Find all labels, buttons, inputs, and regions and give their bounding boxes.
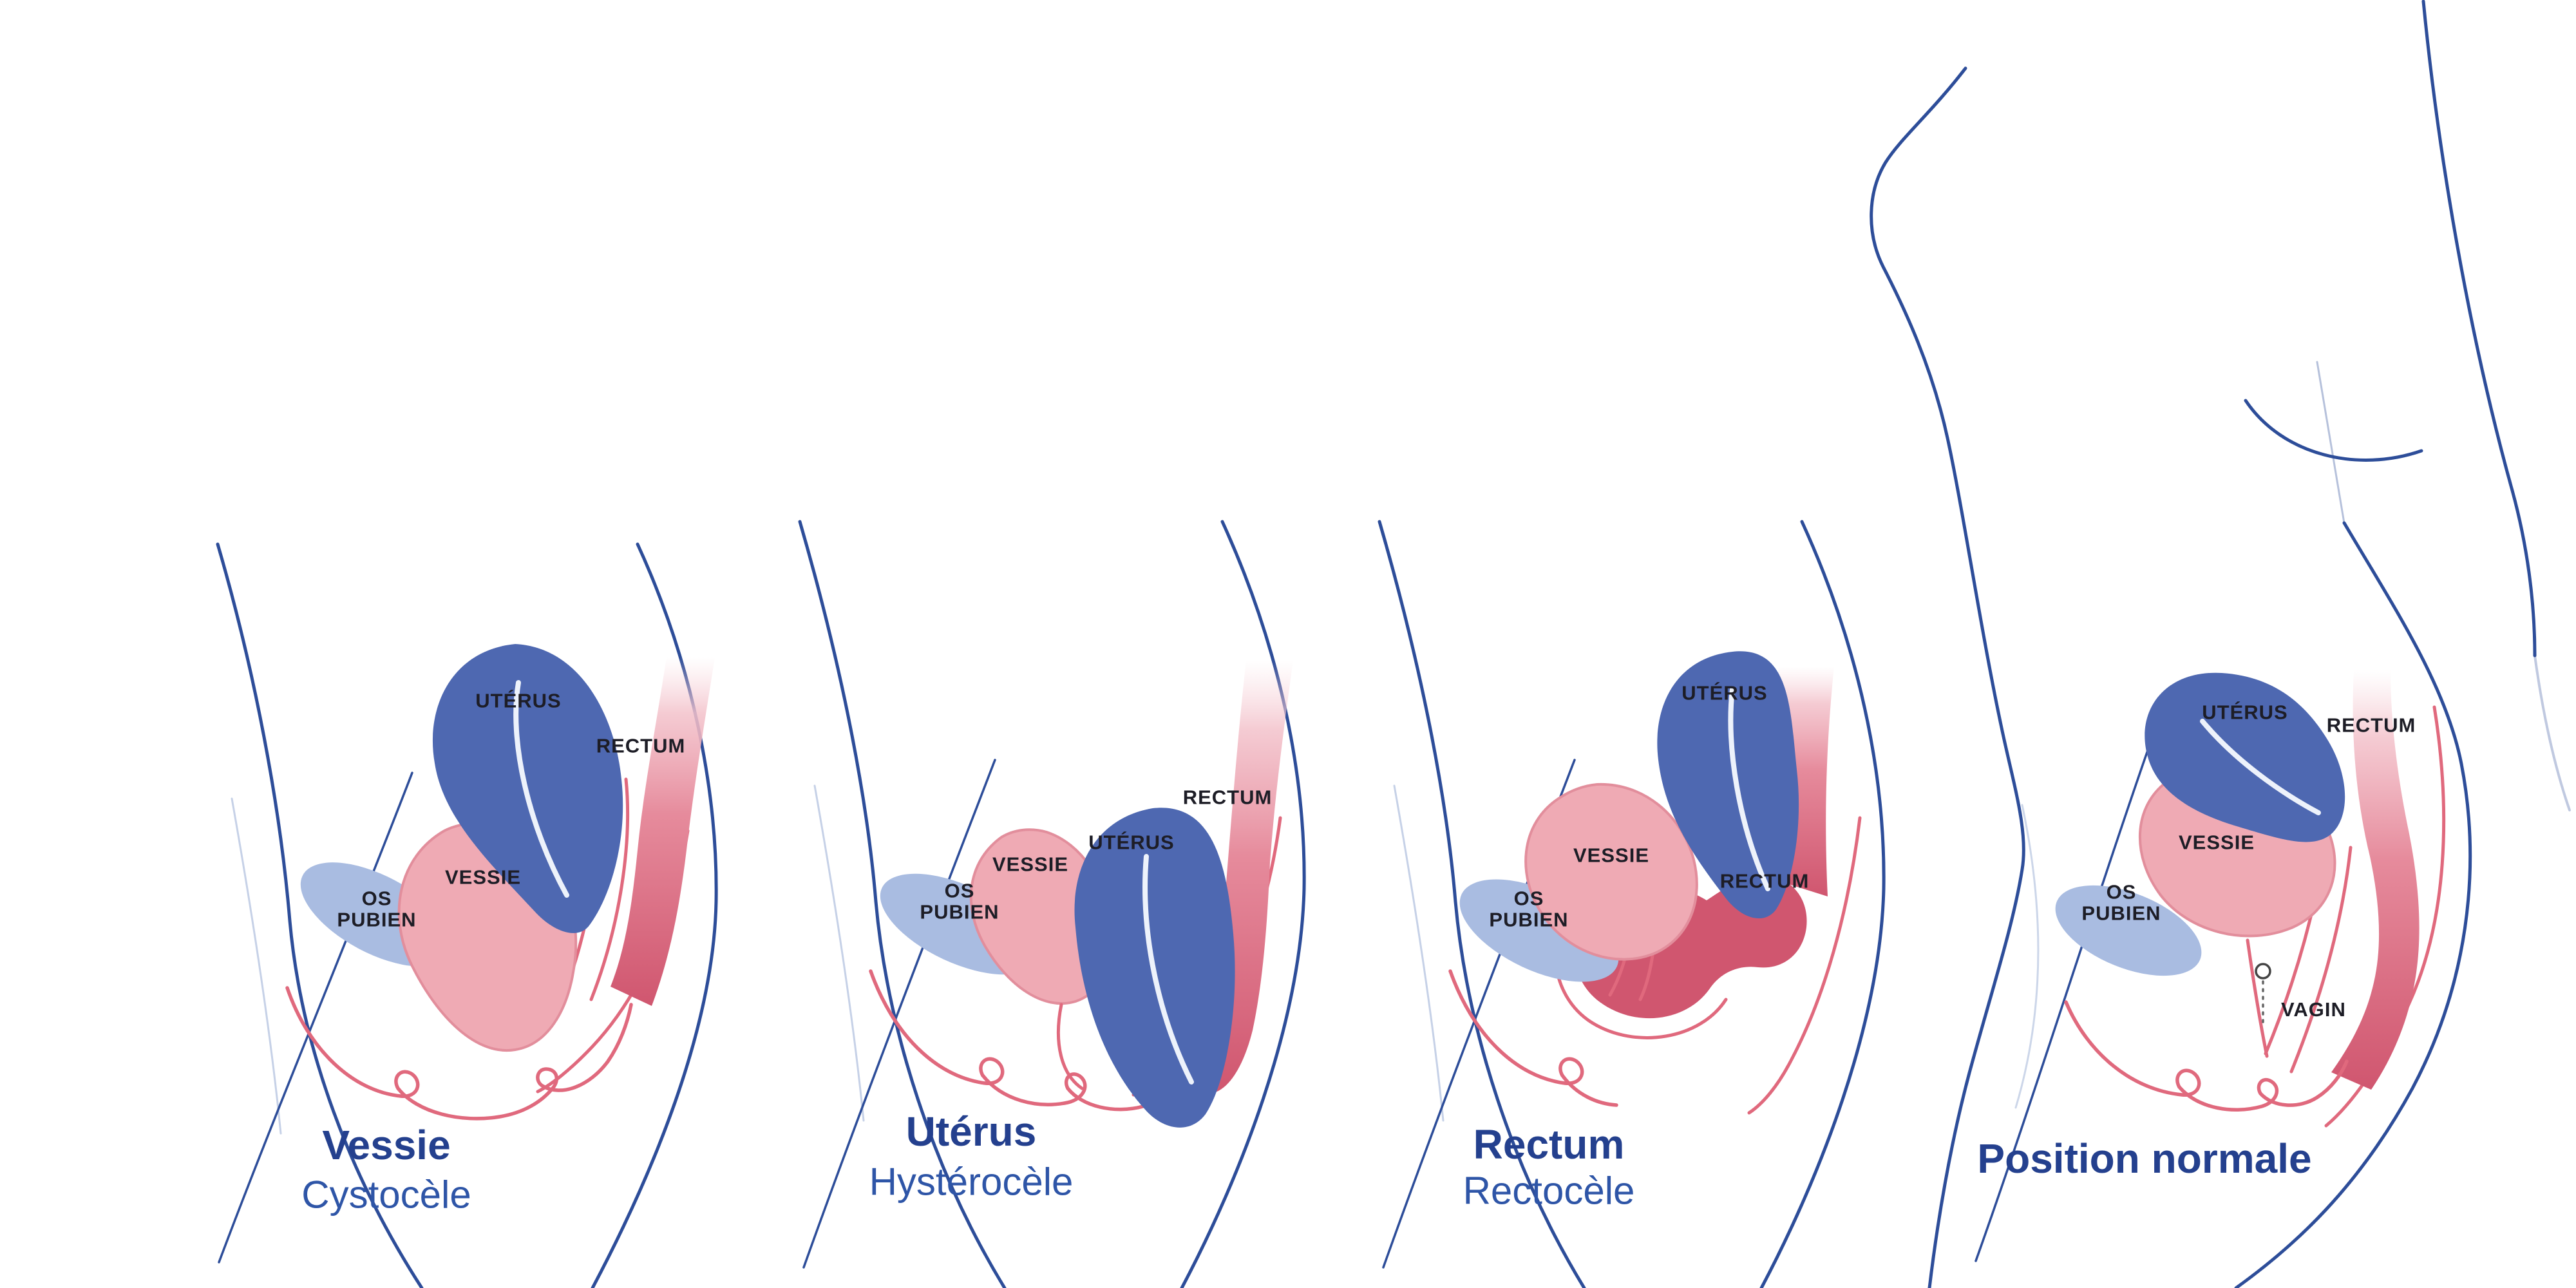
panel1-uterus-canal-line <box>513 680 569 898</box>
panel2-bladder-label: VESSIE <box>992 853 1068 876</box>
panel1-groin-line <box>218 772 413 1264</box>
panel3-uterus-shape <box>1657 651 1799 919</box>
panel3-uterus-label: UTÉRUS <box>1681 681 1768 705</box>
panel3-inner-thigh-line <box>1393 784 1444 1122</box>
panel1-vagina-line-back <box>589 777 630 1001</box>
panel2-pelvic-floor-line <box>869 969 1198 1112</box>
silhouette-back-line <box>2421 0 2537 658</box>
panel4-uterus-label: UTÉRUS <box>2202 701 2288 724</box>
panel4-vagina-line-back <box>2289 846 2353 1074</box>
panel4-rectum-label: RECTUM <box>2326 714 2416 737</box>
panel3-front-body-line <box>1378 520 1586 1288</box>
panel-cystocele-artwork <box>216 542 718 1288</box>
panel4-inner-thigh-line <box>2014 804 2040 1109</box>
panel2-subtitle: Hystérocèle <box>869 1160 1074 1204</box>
panel1-front-body-line <box>216 542 424 1288</box>
panel3-uterus-canal-line <box>1728 687 1770 891</box>
panel3-bladder-shape <box>1524 782 1698 961</box>
panel2-rectum-label: RECTUM <box>1182 786 1273 809</box>
panel1-title: Vessie <box>322 1122 451 1168</box>
panel4-pubic-bone-shape <box>2055 885 2202 976</box>
panel4-pelvic-floor-line <box>2064 1000 2349 1112</box>
panel4-buttock-line <box>2234 521 2472 1288</box>
panel2-inner-thigh-line <box>813 784 865 1122</box>
panel1-inner-thigh-line <box>231 797 282 1135</box>
panel4-title: Position normale <box>1977 1135 2312 1182</box>
panel-normal-artwork <box>1870 0 2571 1288</box>
panel2-uterus-canal-line <box>1142 854 1194 1084</box>
silhouette-back-line-faded <box>2533 654 2571 811</box>
silhouette-breast-line <box>2244 399 2423 462</box>
panel4-bladder-label: VESSIE <box>2179 831 2255 854</box>
panel1-bladder-label: VESSIE <box>445 866 521 889</box>
panel2-title: Utérus <box>905 1108 1037 1155</box>
panel3-pubic-bone-label: OS PUBIEN <box>1489 887 1569 931</box>
panel2-uterus-label: UTÉRUS <box>1088 831 1175 854</box>
panel4-uterus-canal-line <box>2200 719 2321 815</box>
panel3-subtitle: Rectocèle <box>1463 1169 1635 1213</box>
panel3-rectum-label: RECTUM <box>1719 869 1810 893</box>
panel4-vagina-label: VAGIN <box>2281 998 2346 1021</box>
panel1-subtitle: Cystocèle <box>301 1173 471 1217</box>
panel1-rectum-shape <box>611 657 715 1006</box>
panel1-uterus-label: UTÉRUS <box>475 689 562 712</box>
panel4-pelvic-back-line <box>2324 705 2446 1128</box>
panel4-pubic-bone-label: OS PUBIEN <box>2081 880 2161 925</box>
panel2-pubic-bone-label: OS PUBIEN <box>920 879 999 923</box>
panel-hysterocele-artwork <box>798 520 1306 1288</box>
silhouette-hip-line-faded <box>2316 361 2345 524</box>
panel-rectocele-artwork <box>1378 520 1886 1288</box>
panel1-pelvic-floor-line <box>285 986 633 1121</box>
panel1-pubic-bone-label: OS PUBIEN <box>337 887 417 931</box>
vagin-marker-circle <box>2255 963 2271 980</box>
panel1-rectum-label: RECTUM <box>596 734 686 757</box>
panel3-pubic-bone-shape <box>1459 879 1619 982</box>
panel3-bladder-label: VESSIE <box>1573 844 1649 867</box>
panel3-pelvic-back-line <box>1747 816 1862 1115</box>
panel2-groin-line <box>802 759 996 1269</box>
panel2-bladder-neck-line <box>1056 1003 1084 1090</box>
panel2-front-body-line <box>798 520 1007 1288</box>
panel3-pelvic-floor-line <box>1448 969 1618 1107</box>
silhouette-front-torso-line <box>1870 66 2025 1288</box>
panel4-urethra-line <box>2246 938 2269 1058</box>
panel2-buttock-line <box>1180 520 1306 1288</box>
panel4-rectum-shape <box>2331 670 2420 1090</box>
panel4-groin-line <box>1975 725 2157 1262</box>
panel3-title: Rectum <box>1473 1121 1625 1168</box>
panel3-buttock-line <box>1759 520 1886 1288</box>
panel2-rectum-shape <box>1189 660 1293 1094</box>
